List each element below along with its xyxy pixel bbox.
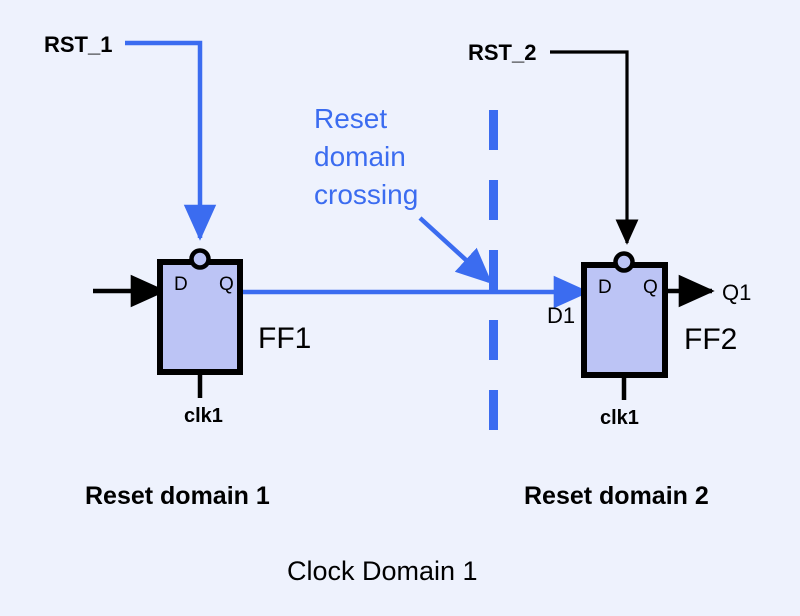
rst2-wire <box>550 50 639 245</box>
annotation-line-3: crossing <box>314 179 418 210</box>
annotation-line-2: domain <box>314 141 406 172</box>
ff1-async-reset-bubble-icon <box>189 248 211 270</box>
reset-domain-crossing-arrow <box>418 216 493 285</box>
reset-domain-1-label: Reset domain 1 <box>85 482 270 510</box>
ff1-label: FF1 <box>258 322 311 355</box>
reset-domain-crossing-annotation: Reset domain crossing <box>314 103 418 210</box>
ff2-block[interactable]: D Q <box>581 251 668 378</box>
ff2-label: FF2 <box>684 323 737 356</box>
ff2-async-reset-bubble-icon <box>613 251 635 273</box>
ff1-port-q-label: Q <box>219 274 234 295</box>
ff1-clk-label: clk1 <box>184 405 223 427</box>
ff1-port-d-label: D <box>174 274 188 295</box>
reset-domain-2-label: Reset domain 2 <box>524 482 709 510</box>
ff1-block[interactable]: D Q <box>157 248 243 375</box>
ff2-port-q-label: Q <box>643 277 658 298</box>
rst1-wire-path <box>125 40 217 241</box>
q1-label: Q1 <box>722 280 751 305</box>
annotation-line-1: Reset <box>314 103 387 134</box>
ff2-port-d-label: D <box>598 277 612 298</box>
rst1-label: RST_1 <box>44 32 112 57</box>
rst1-wire <box>125 40 217 241</box>
ff2-clk-label: clk1 <box>600 407 639 429</box>
d1-label: D1 <box>547 303 575 328</box>
rst2-label: RST_2 <box>468 40 536 65</box>
clock-domain-label: Clock Domain 1 <box>287 556 478 586</box>
rst2-wire-path <box>550 50 639 245</box>
ff2-block-body[interactable] <box>581 262 668 378</box>
